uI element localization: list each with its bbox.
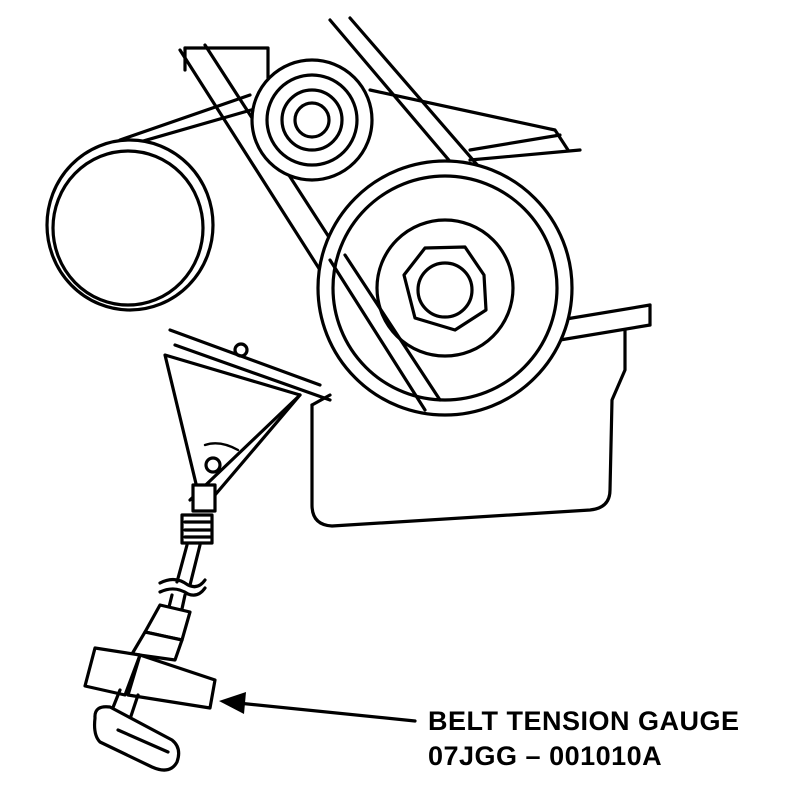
gauge-shaft bbox=[160, 485, 215, 618]
left-pulley bbox=[47, 140, 213, 310]
engine-block bbox=[185, 48, 650, 526]
belt-over-pulley bbox=[330, 255, 440, 410]
gauge-name-label: BELT TENSION GAUGE bbox=[428, 706, 740, 736]
arrow-pointer-icon bbox=[219, 692, 415, 721]
gauge-bracket bbox=[165, 344, 300, 500]
tensioner-pulley bbox=[318, 161, 572, 415]
gauge-part-number-label: 07JGG – 001010A bbox=[428, 741, 663, 771]
tension-gauge bbox=[85, 605, 215, 770]
idler-pulley bbox=[252, 60, 372, 180]
